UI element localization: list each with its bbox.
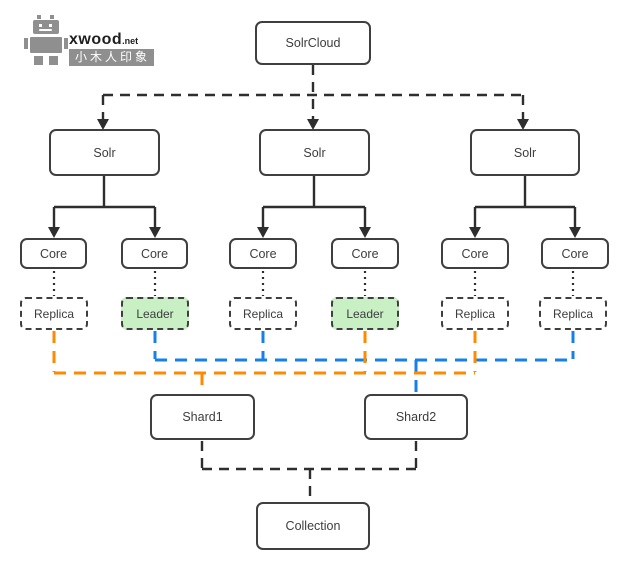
node-leader-1: Leader [121,297,189,330]
robot-leg [49,56,58,65]
node-core-3: Core [229,238,297,269]
node-shard2: Shard2 [364,394,468,440]
node-replica-1: Replica [20,297,88,330]
shard1-links [52,331,477,393]
robot-antenna [50,15,54,19]
watermark-brand-name: xwood [69,31,123,48]
robot-torso [30,37,62,53]
node-replica-3: Replica [441,297,509,330]
watermark-brand: xwood.net [69,31,154,48]
node-solr-1: Solr [49,129,160,176]
robot-eye [39,24,42,27]
node-replica-4: Replica [539,297,607,330]
node-collection: Collection [256,502,370,550]
robot-antenna [37,15,41,19]
robot-arm [24,38,28,49]
shard-to-collection-links [200,441,418,501]
watermark-text-block: xwood.net 小木人印象 [69,31,155,66]
robot-head [33,20,59,34]
node-leader-2: Leader [331,297,399,330]
node-solrcloud: SolrCloud [255,21,371,65]
solr-to-core-links [48,176,581,238]
robot-leg [34,56,43,65]
node-core-6: Core [541,238,609,269]
node-core-2: Core [121,238,188,269]
node-shard1: Shard1 [150,394,255,440]
node-replica-2: Replica [229,297,297,330]
core-to-replica-links [52,271,575,296]
watermark-brand-suffix: .net [122,36,139,46]
solrcloud-to-solr-links [97,65,529,130]
watermark-tagline: 小木人印象 [69,49,155,66]
watermark-logo: xwood.net 小木人印象 [24,14,155,66]
robot-icon [24,14,68,66]
robot-eye [49,24,52,27]
node-solr-2: Solr [259,129,370,176]
node-solr-3: Solr [470,129,580,176]
robot-arm [64,38,68,49]
node-core-1: Core [20,238,87,269]
node-core-5: Core [441,238,509,269]
node-core-4: Core [331,238,399,269]
robot-mouth [39,29,52,31]
